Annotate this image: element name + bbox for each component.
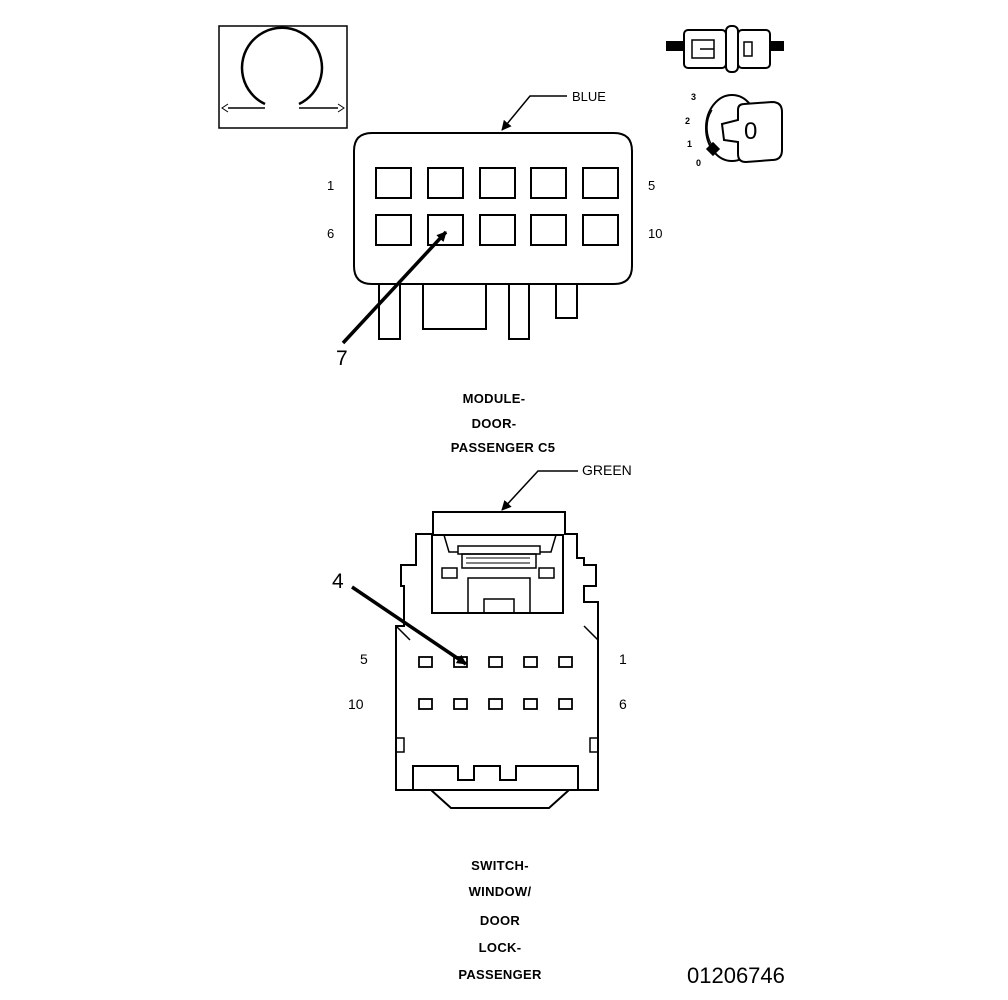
switch-pin-label-top-left: 5 — [360, 651, 368, 667]
connector-plug-icon — [666, 25, 784, 73]
ignition-key-label: 0 — [744, 118, 758, 145]
ignition-position-2: 2 — [685, 116, 691, 126]
connector-c5-pin-cavities — [375, 167, 619, 246]
c5-pin-label-top-right: 5 — [648, 178, 656, 193]
c5-color-label: BLUE — [572, 89, 606, 104]
green-leader-arrow — [501, 470, 578, 511]
switch-title-line-3: DOOR — [479, 913, 521, 928]
connector-c5-body — [353, 132, 633, 340]
switch-title-line-4: LOCK- — [478, 940, 522, 955]
switch-title-line-2: WINDOW/ — [468, 884, 532, 899]
ignition-position-3: 3 — [691, 92, 697, 102]
ignition-position-1: 1 — [687, 139, 693, 149]
switch-callout-pin-number: 4 — [332, 570, 344, 593]
switch-title-line-5: PASSENGER — [458, 967, 542, 982]
switch-pin-label-bottom-left: 10 — [348, 696, 364, 712]
switch-title-line-1: SWITCH- — [471, 858, 529, 873]
blue-leader-arrow — [501, 95, 567, 131]
connector-switch-pin-cavities — [418, 656, 573, 710]
c5-title-line-2: DOOR- — [471, 416, 517, 431]
c5-title-line-1: MODULE- — [462, 391, 526, 406]
connector-switch-body — [395, 511, 599, 809]
ignition-position-0: 0 — [696, 158, 702, 168]
pin-4-callout-arrow — [351, 585, 467, 666]
switch-color-label: GREEN — [582, 462, 632, 478]
switch-pin-label-top-right: 1 — [619, 651, 627, 667]
figure-id: 01206746 — [687, 963, 785, 988]
c5-pin-label-bottom-left: 6 — [327, 226, 335, 241]
c5-callout-pin-number: 7 — [336, 347, 348, 370]
c5-pin-label-bottom-right: 10 — [648, 226, 663, 241]
rotation-symbol-icon — [218, 25, 348, 129]
c5-pin-label-top-left: 1 — [327, 178, 335, 193]
ignition-key-icon — [705, 94, 783, 164]
switch-pin-label-bottom-right: 6 — [619, 696, 627, 712]
c5-title-line-3: PASSENGER C5 — [450, 440, 556, 455]
pin-7-callout-arrow — [341, 230, 448, 345]
